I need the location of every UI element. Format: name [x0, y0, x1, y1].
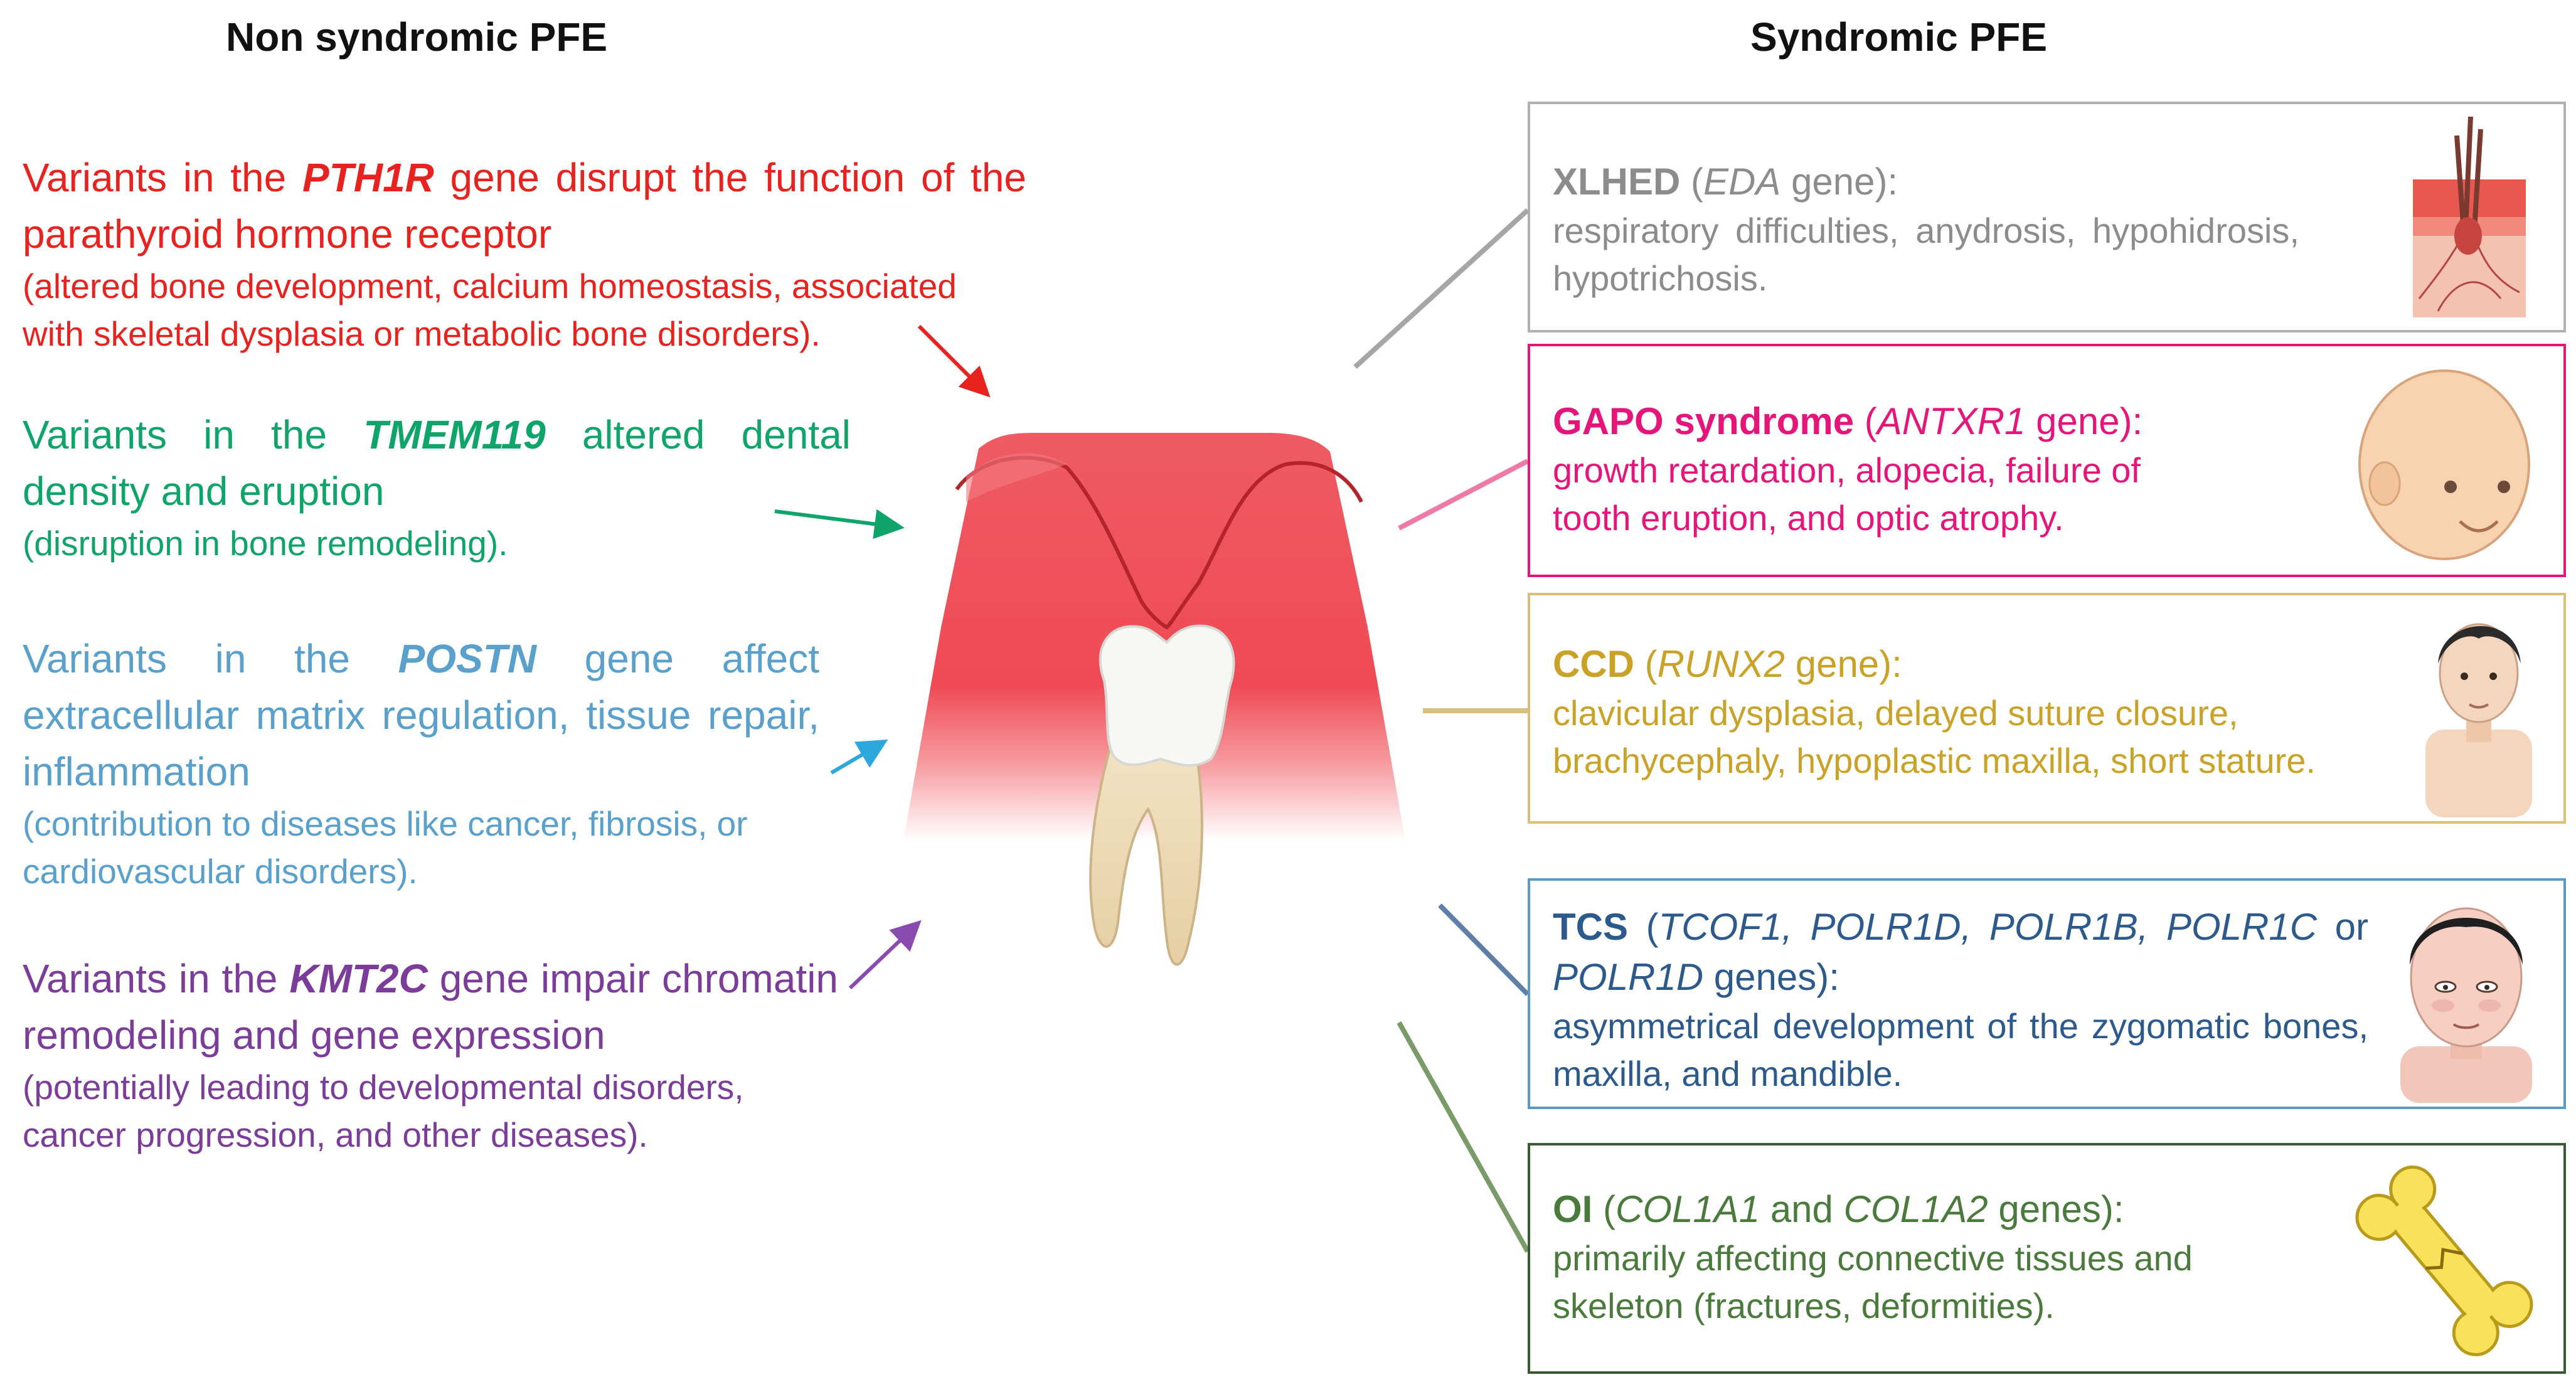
syndrome-name: OI: [1553, 1188, 1593, 1230]
syndrome-description: respiratory difficulties, anydrosis, hyp…: [1553, 211, 2299, 298]
arrow-pth1r: [917, 324, 991, 398]
gene-kmt2c: KMT2C: [289, 956, 428, 1001]
broken-bone-icon: [2355, 1166, 2533, 1356]
connector-xlhed: [1353, 208, 1530, 369]
syndrome-box-oi: OI (COL1A1 and COL1A2 genes): primarily …: [1528, 1143, 2566, 1374]
gene-pth1r: PTH1R: [302, 155, 434, 200]
syndrome-box-ccd: CCD (RUNX2 gene): clavicular dysplasia, …: [1528, 593, 2566, 824]
syndrome-description: clavicular dysplasia, delayed suture clo…: [1553, 693, 2316, 780]
tooth: [1089, 624, 1235, 966]
connector-gapo: [1398, 459, 1529, 531]
variant-note: (disruption in bone remodeling).: [23, 524, 508, 563]
syndrome-description: asymmetrical development of the zygomati…: [1553, 1006, 2368, 1093]
variant-tmem119: Variants in the TMEM119 altered dental d…: [23, 407, 851, 567]
syndromic-heading: Syndromic PFE: [1750, 14, 2047, 60]
variant-postn: Variants in the POSTN gene affect extrac…: [23, 630, 819, 895]
syndrome-box-tcs: TCS (TCOF1, POLR1D, POLR1B, POLR1C or PO…: [1528, 878, 2566, 1109]
arrow-kmt2c: [848, 920, 922, 990]
gene-postn: POSTN: [398, 636, 537, 681]
syndrome-box-gapo: GAPO syndrome (ANTXR1 gene): growth reta…: [1528, 344, 2566, 577]
syndrome-description: growth retardation, alopecia, failure of…: [1553, 450, 2141, 538]
arrow-postn: [830, 739, 888, 775]
skin-hair-icon: [2413, 116, 2526, 317]
connector-tcs: [1438, 903, 1530, 996]
gene-tmem119: TMEM119: [363, 412, 546, 457]
face-portrait-icon: [2400, 907, 2532, 1103]
variant-note: (potentially leading to developmental di…: [23, 1068, 744, 1154]
variant-note: (altered bone development, calcium homeo…: [23, 267, 957, 353]
syndrome-name: CCD: [1553, 643, 1634, 685]
syndrome-box-xlhed: XLHED (EDA gene): respiratory difficulti…: [1528, 102, 2566, 332]
syndrome-name: XLHED: [1553, 161, 1681, 203]
variant-note: (contribution to diseases like cancer, f…: [23, 804, 748, 891]
variant-kmt2c: Variants in the KMT2C gene impair chroma…: [23, 950, 838, 1159]
syndrome-name: GAPO syndrome: [1553, 400, 1855, 442]
connector-oi: [1397, 1021, 1530, 1253]
child-portrait-icon: [2425, 623, 2532, 817]
baby-head-icon: [2358, 369, 2530, 560]
syndrome-description: primarily affecting connective tissues a…: [1553, 1238, 2193, 1326]
non-syndromic-heading: Non syndromic PFE: [226, 14, 608, 60]
arrow-tmem119: [774, 509, 905, 539]
variant-pth1r: Variants in the PTH1R gene disrupt the f…: [23, 149, 1026, 358]
syndrome-name: TCS: [1553, 906, 1628, 948]
